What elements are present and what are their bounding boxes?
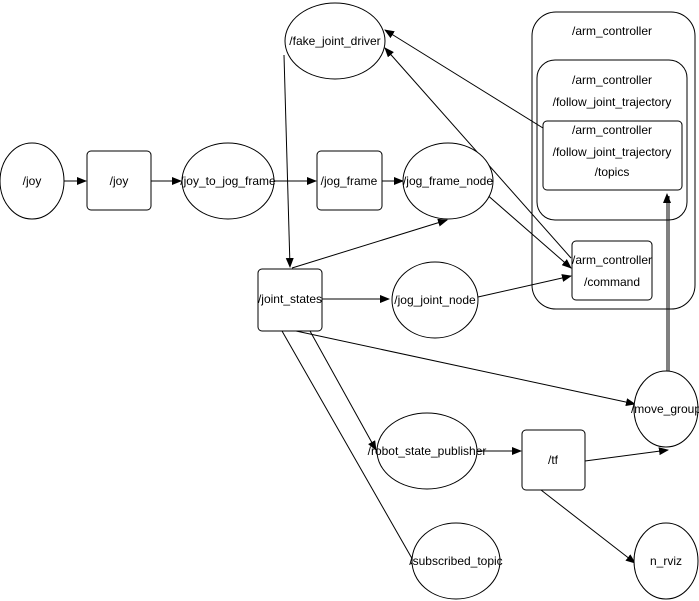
topic-fjt-topics-line1: /arm_controller (572, 123, 652, 137)
edge-jog-joint-node-to-arm-command (477, 274, 572, 298)
edge-joint-states-to-move-group (295, 330, 636, 407)
topic-joy[interactable]: /joy (86, 150, 152, 211)
node-robot-state-publisher-label: /robot_state_publisher (368, 444, 487, 458)
edges (64, 29, 673, 570)
node-move-group[interactable]: /move_group (631, 370, 699, 448)
topic-arm-command-line2: /command (584, 275, 640, 289)
topic-fjt-topics[interactable]: /arm_controller /follow_joint_trajectory… (542, 120, 683, 191)
edge-joint-states-to-subscribed-topic (281, 330, 419, 570)
node-fake-joint-driver[interactable]: /fake_joint_driver (284, 2, 386, 80)
node-jog-joint-label: /jog_joint_node (394, 293, 476, 307)
arm-controller-group: /arm_controller (531, 11, 696, 310)
topic-arm-command[interactable]: /arm_controller /command (571, 240, 653, 301)
topic-jog-frame-label: /jog_frame (321, 174, 378, 188)
topic-tf-label: /tf (548, 453, 559, 467)
edge-joint-states-to-jog-frame-node (291, 218, 448, 269)
node-joy-to-jog-frame[interactable]: /joy_to_jog_frame (180, 142, 276, 220)
topic-joint-states-label: /joint_states (258, 292, 322, 306)
topic-joint-states[interactable]: /joint_states (257, 268, 323, 332)
node-jog-frame[interactable]: /jog_frame_node (402, 142, 494, 220)
topic-joy-label: /joy (110, 174, 129, 188)
topic-arm-command-line1: /arm_controller (572, 253, 652, 267)
edge-tf-to-n-rviz (540, 489, 636, 564)
node-subscribed-topic-label: /subscribed_topic (409, 554, 502, 568)
node-joy[interactable]: /joy (0, 142, 65, 220)
node-joy-to-jog-frame-label: /joy_to_jog_frame (180, 174, 276, 188)
node-robot-state-publisher[interactable]: /robot_state_publisher (368, 412, 487, 490)
node-n-rviz[interactable]: n_rviz (633, 522, 699, 600)
topic-fjt-topics-line3: /topics (595, 165, 630, 179)
edge-joint-states-to-robot-state-publisher (309, 330, 377, 451)
arm-controller-group-label: /arm_controller (572, 24, 652, 38)
topic-fjt-topics-line2: /follow_joint_trajectory (553, 145, 672, 159)
node-jog-joint[interactable]: /jog_joint_node (391, 261, 479, 339)
node-jog-frame-label: /jog_frame_node (403, 174, 493, 188)
edge-jog-frame-node-to-arm-command (476, 185, 572, 269)
edge-fjt-to-fake-joint-driver (384, 29, 544, 129)
edge-tf-to-move-group (584, 447, 669, 462)
node-move-group-label: /move_group (631, 402, 699, 416)
node-fake-joint-driver-label: /fake_joint_driver (289, 34, 380, 48)
follow-joint-trajectory-line1: /arm_controller (572, 73, 652, 87)
node-n-rviz-label: n_rviz (650, 554, 682, 568)
edge-fake-joint-driver-to-joint-states (283, 54, 294, 268)
topic-tf[interactable]: /tf (521, 429, 586, 491)
node-joy-label: /joy (23, 174, 42, 188)
topic-jog-frame[interactable]: /jog_frame (316, 150, 383, 211)
node-subscribed-topic[interactable]: /subscribed_topic (409, 522, 503, 600)
follow-joint-trajectory-group: /arm_controller /follow_joint_trajectory (536, 59, 688, 221)
follow-joint-trajectory-line2: /follow_joint_trajectory (553, 95, 672, 109)
